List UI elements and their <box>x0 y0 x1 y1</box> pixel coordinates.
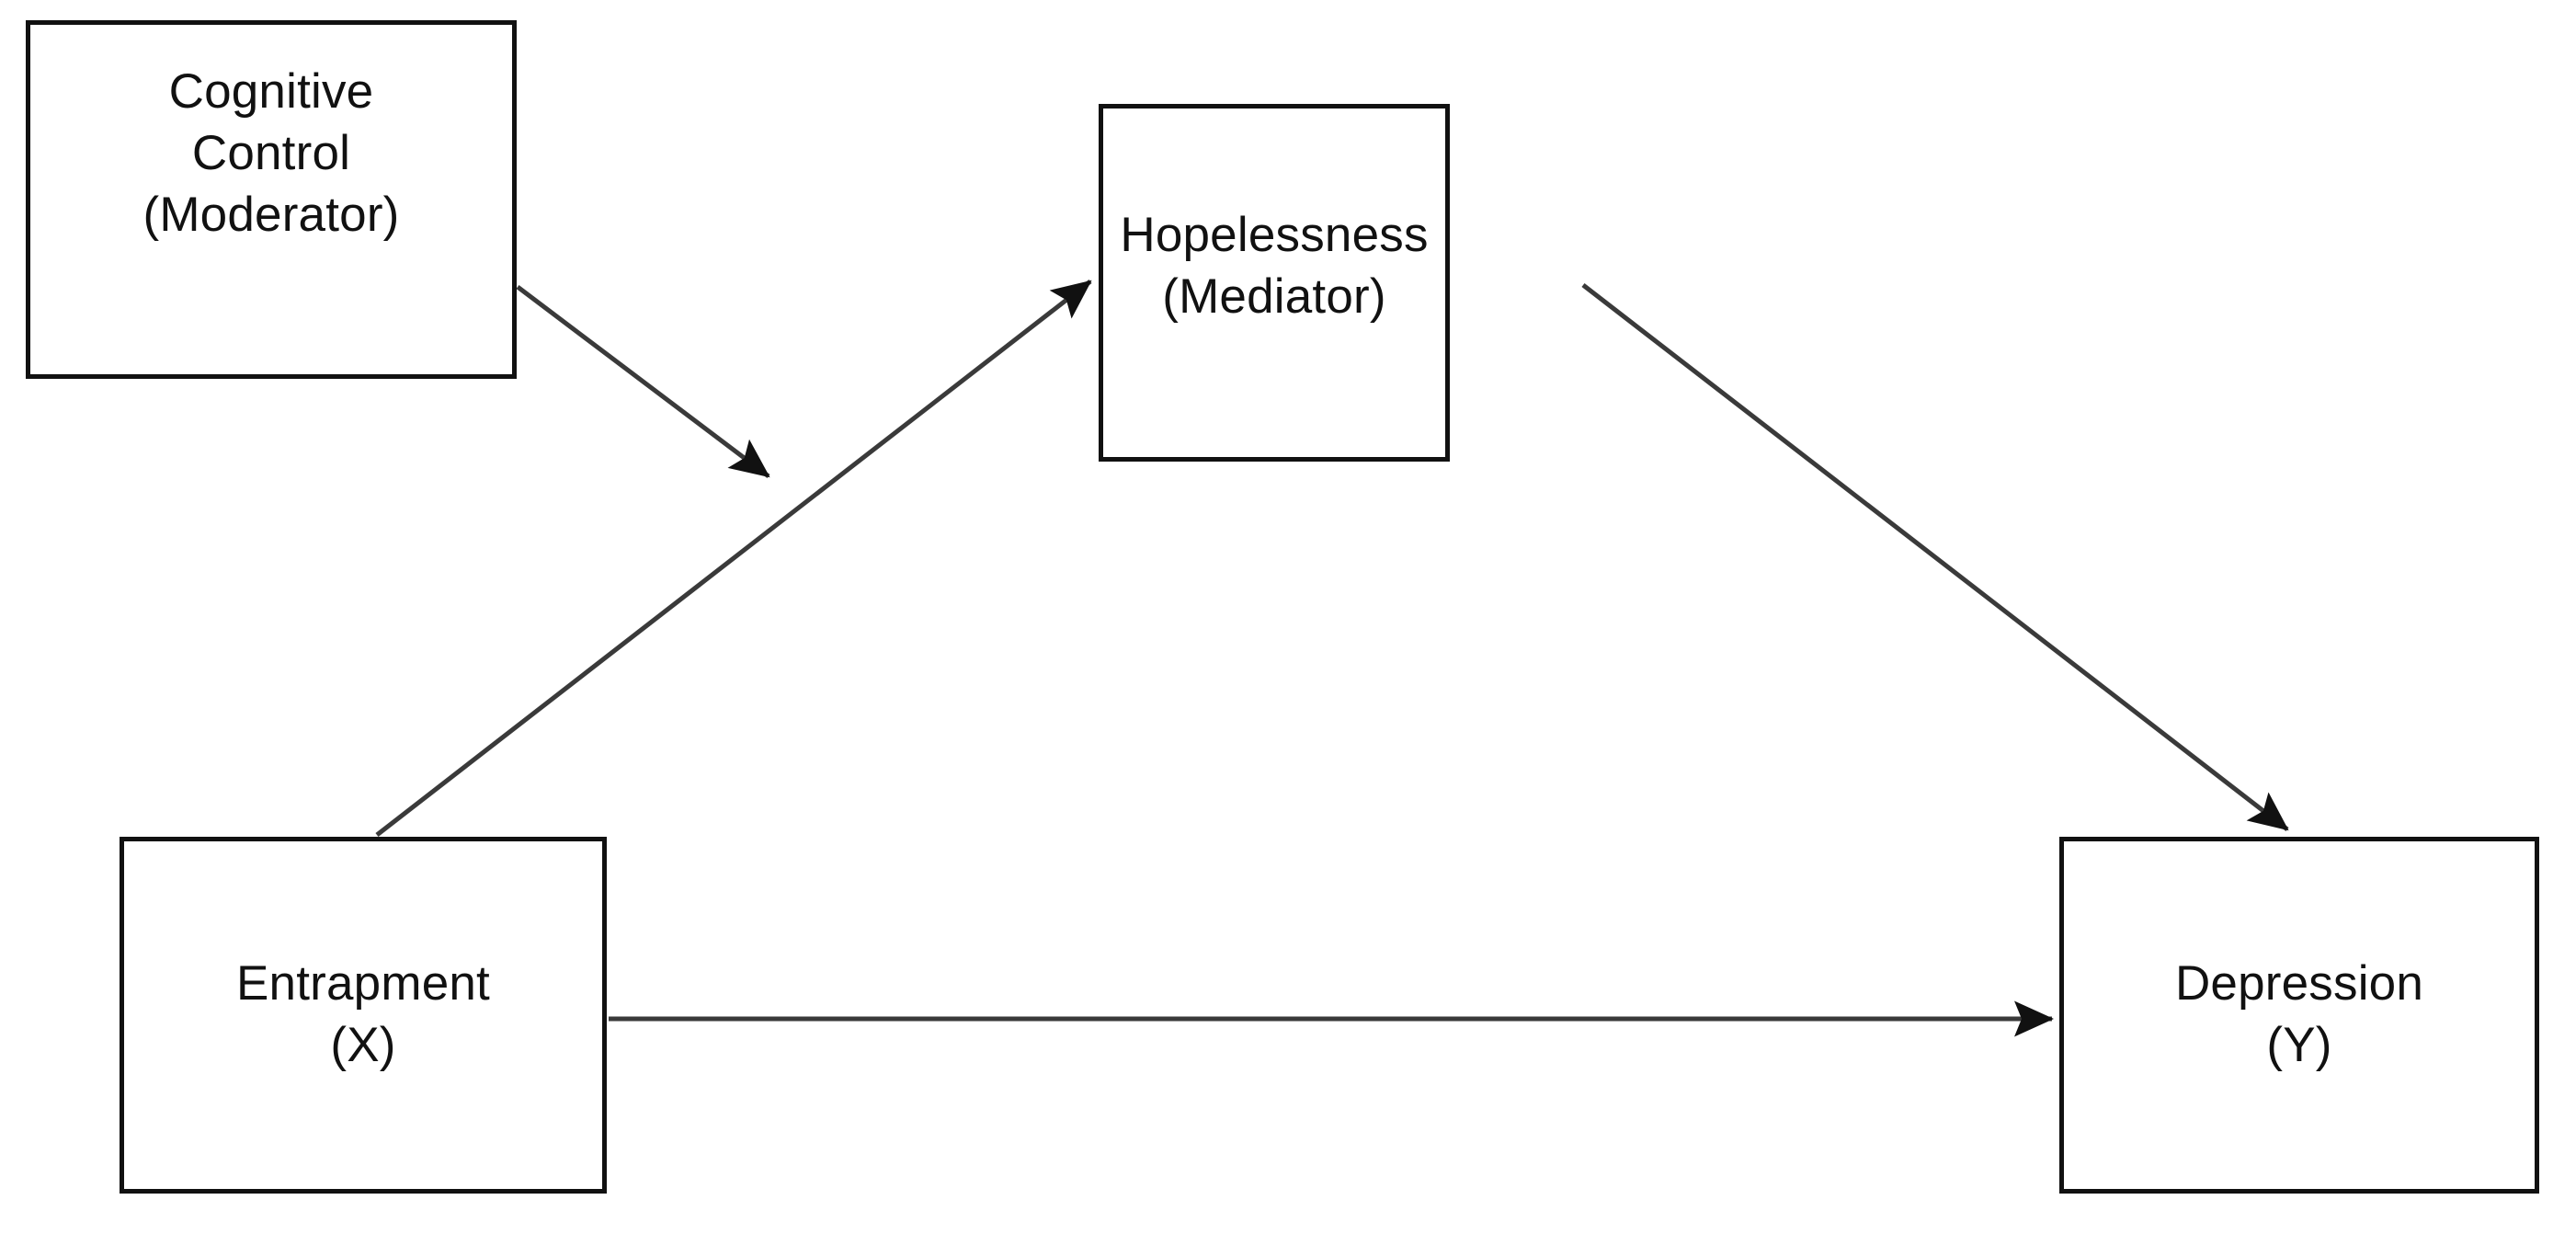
node-hopelessness-line-1: Hopelessness <box>1120 208 1429 262</box>
node-cognitive-control[interactable]: Cognitive Control (Moderator) <box>26 20 517 379</box>
node-hopelessness-line-2: (Mediator) <box>1162 269 1386 324</box>
node-entrapment-line-1: Entrapment <box>236 956 490 1011</box>
edge-cognitive-control-to-a-path <box>516 285 770 478</box>
edge-entrapment-to-hopelessness <box>375 280 1092 837</box>
node-entrapment[interactable]: Entrapment (X) <box>120 837 607 1194</box>
edge-hopelessness-to-depression <box>1581 283 2289 831</box>
node-entrapment-line-2: (X) <box>330 1018 396 1072</box>
node-depression-line-2: (Y) <box>2266 1018 2332 1072</box>
node-depression[interactable]: Depression (Y) <box>2059 837 2539 1194</box>
node-hopelessness[interactable]: Hopelessness (Mediator) <box>1099 104 1450 462</box>
node-depression-line-1: Depression <box>2174 956 2424 1011</box>
node-cognitive-control-line-3: (Moderator) <box>142 187 400 242</box>
node-cognitive-control-line-1: Cognitive <box>168 64 374 119</box>
node-cognitive-control-line-2: Control <box>191 125 351 180</box>
